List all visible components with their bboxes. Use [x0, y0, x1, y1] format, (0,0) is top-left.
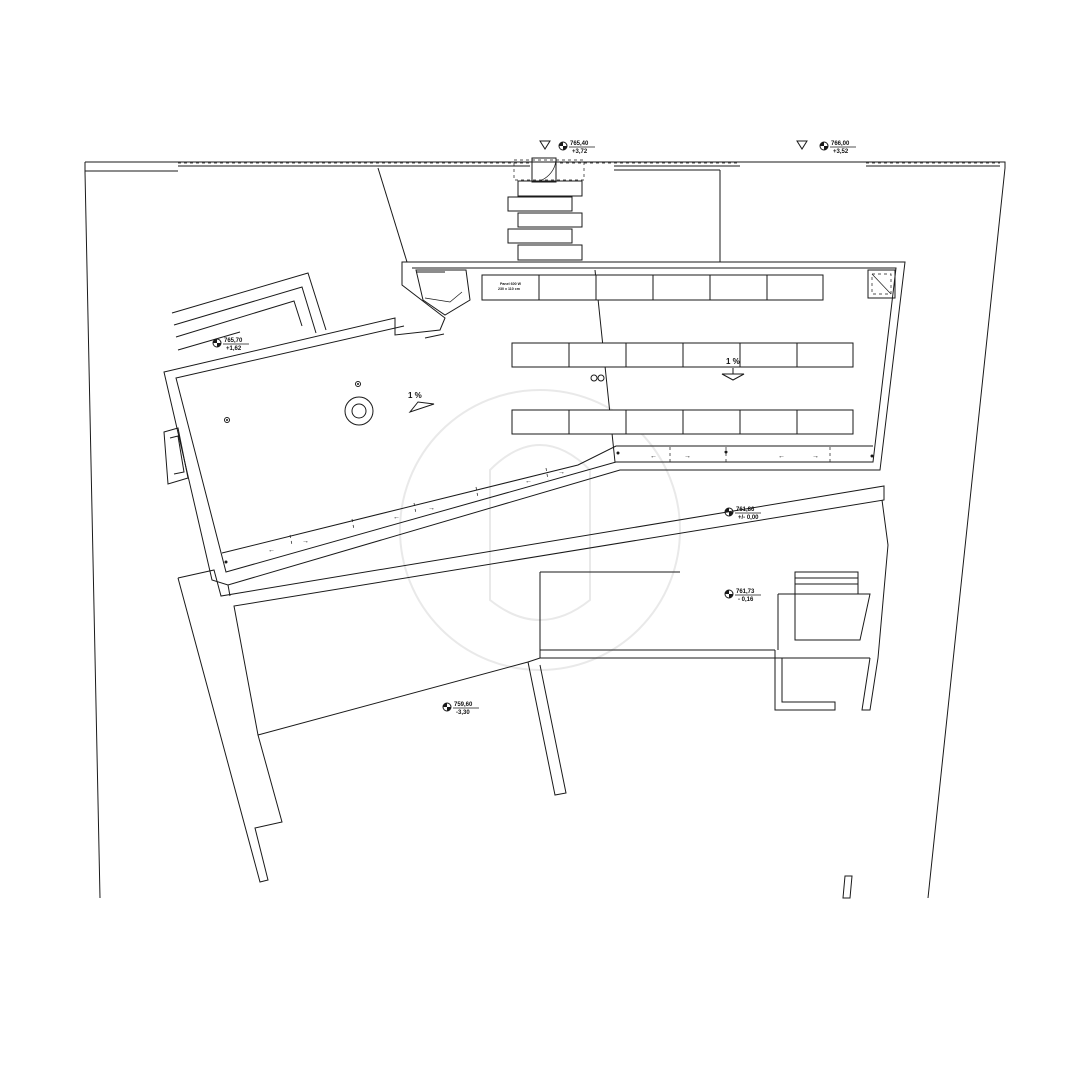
flow-arrow: ←: [525, 478, 532, 485]
level-marker-lower: 759,60 -3,30: [442, 702, 479, 716]
flow-arrow: ←: [268, 547, 275, 554]
level-rel: +3,52: [833, 149, 849, 155]
flow-arrow: →: [684, 453, 691, 460]
building-outline: [163, 261, 906, 586]
level-abs: 761,86: [736, 507, 755, 513]
flow-arrow: →: [812, 453, 819, 460]
flow-arrow: ←: [778, 453, 785, 460]
level-rel: +/- 0,00: [738, 515, 759, 521]
level-rel: +3,72: [572, 149, 588, 155]
technical-shaft: [867, 269, 896, 299]
level-marker-left: 765,70 +1,62: [212, 338, 249, 352]
solar-panels: Panel 600 W 230 x 110 cm: [481, 274, 854, 435]
level-marker-top-center: 765,40 +3,72: [539, 140, 595, 155]
level-marker-floor: 761,86 +/- 0,00: [724, 507, 761, 521]
slope-label-main: 1 %: [726, 357, 740, 366]
site-boundary: [84, 161, 1006, 899]
entrance-steps: [377, 157, 721, 263]
level-rel: - 0,16: [738, 597, 754, 603]
level-rel: -3,30: [456, 710, 470, 716]
level-abs: 765,70: [224, 338, 243, 344]
roof-elements: [224, 374, 605, 426]
flow-arrow: ←: [650, 453, 657, 460]
left-stairs: [171, 272, 327, 351]
level-marker-top-right: 766,00 +3,52: [796, 140, 856, 155]
lower-terraces: [177, 485, 889, 899]
level-marker-court: 761,73 - 0,16: [724, 589, 761, 603]
slope-label-left: 1 %: [408, 391, 422, 400]
panel-label-line2: 230 x 110 cm: [498, 287, 520, 291]
level-abs: 766,00: [831, 141, 850, 147]
drainage-gutter: ← → ← → ← → ← → ← →: [221, 445, 874, 564]
slope-indicators: 1 % 1 %: [408, 357, 745, 414]
level-rel: +1,62: [226, 346, 242, 352]
level-abs: 761,73: [736, 589, 755, 595]
level-abs: 759,60: [454, 702, 473, 708]
flow-arrow: →: [302, 538, 309, 545]
level-abs: 765,40: [570, 141, 589, 147]
flow-arrow: →: [558, 469, 565, 476]
panel-label-line1: Panel 600 W: [500, 282, 522, 286]
flow-arrow: →: [428, 505, 435, 512]
flow-arrow: ←: [393, 514, 400, 521]
